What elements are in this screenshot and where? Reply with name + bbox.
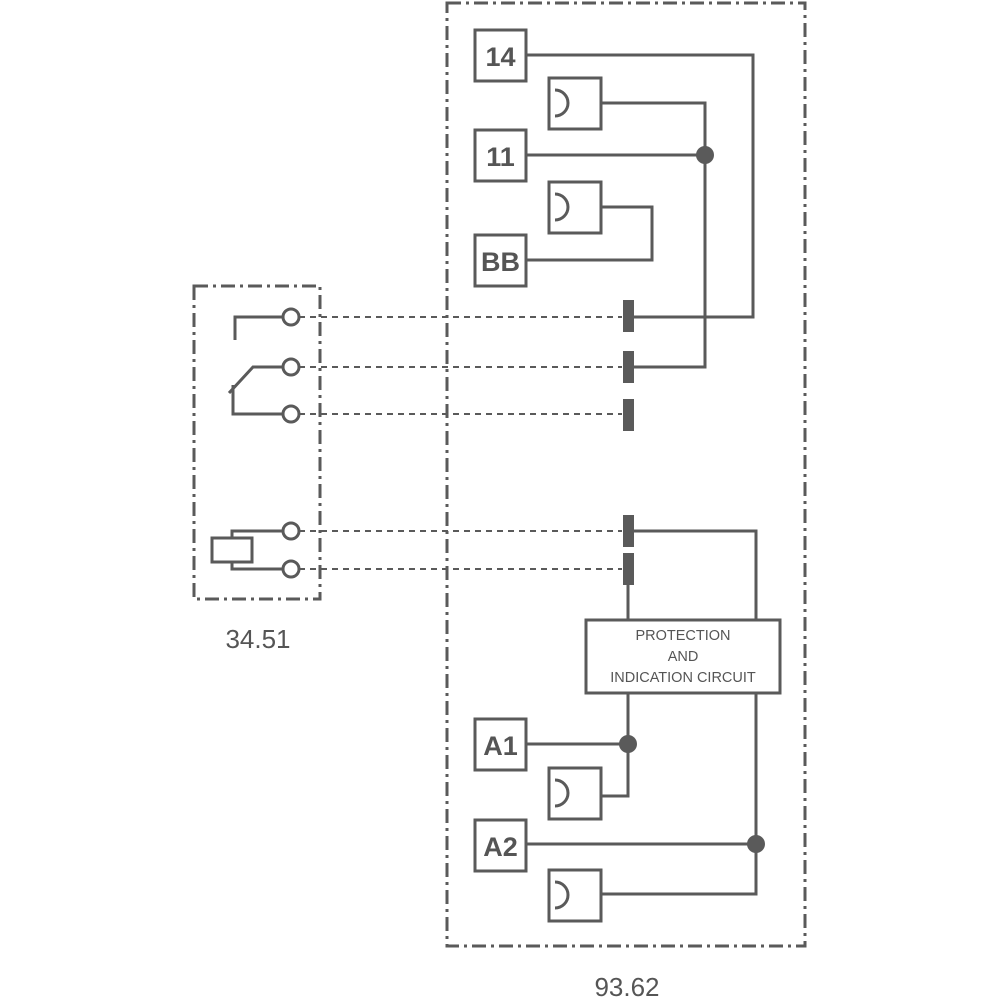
relay-pin-a1 bbox=[281, 521, 301, 541]
relay-coil-lead-bottom bbox=[230, 562, 283, 571]
wire-bb bbox=[526, 205, 654, 262]
relay-pin-com bbox=[281, 357, 301, 377]
circuit-block-line2: AND bbox=[668, 649, 699, 665]
wire-14 bbox=[526, 53, 755, 319]
circuit-block-line1: PROTECTION bbox=[635, 628, 730, 644]
screw-clamp-icon bbox=[547, 868, 603, 923]
wire-a2 bbox=[601, 693, 758, 896]
terminal-a2-label: A2 bbox=[483, 832, 518, 862]
terminal-bb-label: BB bbox=[481, 247, 520, 277]
relay-coil-lead-top bbox=[230, 529, 283, 538]
screw-clamp-icon bbox=[547, 766, 603, 821]
junction-dot bbox=[619, 735, 637, 753]
junction-dot bbox=[696, 146, 714, 164]
socket-receptacle bbox=[623, 399, 634, 431]
junction-dot bbox=[747, 835, 765, 853]
terminal-14-label: 14 bbox=[485, 42, 515, 72]
socket-receptacle bbox=[623, 515, 634, 547]
terminal-11-label: 11 bbox=[486, 142, 515, 172]
screw-clamp-icon bbox=[547, 180, 603, 235]
terminal-a1-label: A1 bbox=[483, 731, 518, 761]
wire-11-clamp bbox=[601, 101, 707, 369]
relay-pin-nc bbox=[281, 404, 301, 424]
socket-module-outline bbox=[445, 1, 807, 948]
wire-a1 bbox=[601, 693, 630, 798]
screw-clamp-icon bbox=[547, 76, 603, 131]
socket-receptacle bbox=[623, 351, 634, 383]
socket-receptacle bbox=[623, 300, 634, 332]
circuit-block-box bbox=[584, 618, 782, 695]
relay-pin-a2 bbox=[281, 559, 301, 579]
circuit-block-line3: INDICATION CIRCUIT bbox=[610, 670, 756, 686]
socket-receptacle bbox=[623, 553, 634, 585]
relay-coil bbox=[210, 536, 254, 564]
relay-pin-no bbox=[281, 307, 301, 327]
relay-contact-nc bbox=[231, 385, 283, 416]
relay-module-outline bbox=[192, 284, 322, 601]
relay-contact-no bbox=[233, 315, 283, 340]
pin-connections bbox=[299, 316, 622, 570]
wire-coil-right bbox=[631, 529, 758, 620]
relay-model-label: 34.51 bbox=[225, 624, 290, 654]
relay-contact-com bbox=[227, 365, 283, 395]
socket-model-label: 93.62 bbox=[594, 972, 659, 1000]
